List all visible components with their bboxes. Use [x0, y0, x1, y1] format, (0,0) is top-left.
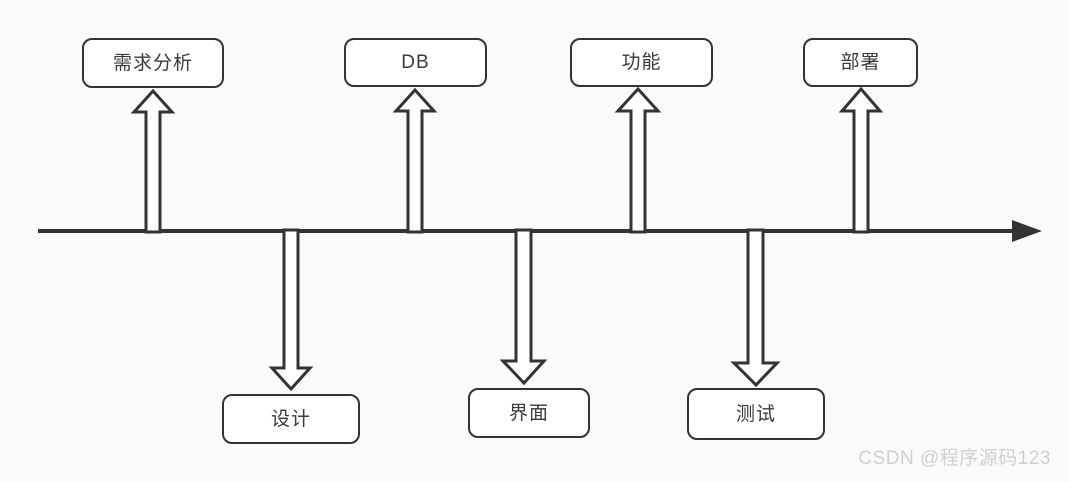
node-test[interactable]: 测试 [687, 388, 825, 440]
node-function[interactable]: 功能 [570, 38, 713, 87]
node-requirements[interactable]: 需求分析 [82, 38, 224, 88]
node-deploy-label: 部署 [840, 52, 881, 73]
node-interface-label: 界面 [508, 402, 549, 424]
arrow-down-design [268, 228, 314, 392]
node-design-label: 设计 [270, 408, 311, 430]
node-design[interactable]: 设计 [222, 394, 360, 444]
node-deploy[interactable]: 部署 [803, 38, 918, 87]
node-db[interactable]: DB [344, 38, 487, 87]
watermark-text: CSDN @程序源码123 [858, 448, 1051, 469]
timeline-axis [38, 220, 1042, 242]
node-function-label: 功能 [621, 52, 662, 73]
arrow-up-deploy [838, 86, 884, 234]
arrow-up-requirements [130, 88, 176, 234]
node-interface[interactable]: 界面 [468, 388, 590, 438]
node-test-label: 测试 [735, 403, 776, 425]
node-requirements-label: 需求分析 [112, 52, 193, 74]
arrow-down-interface [499, 228, 548, 386]
arrow-up-db [392, 87, 438, 234]
arrow-up-function [614, 86, 662, 234]
node-db-label: DB [401, 52, 430, 73]
arrow-down-test [730, 228, 781, 388]
